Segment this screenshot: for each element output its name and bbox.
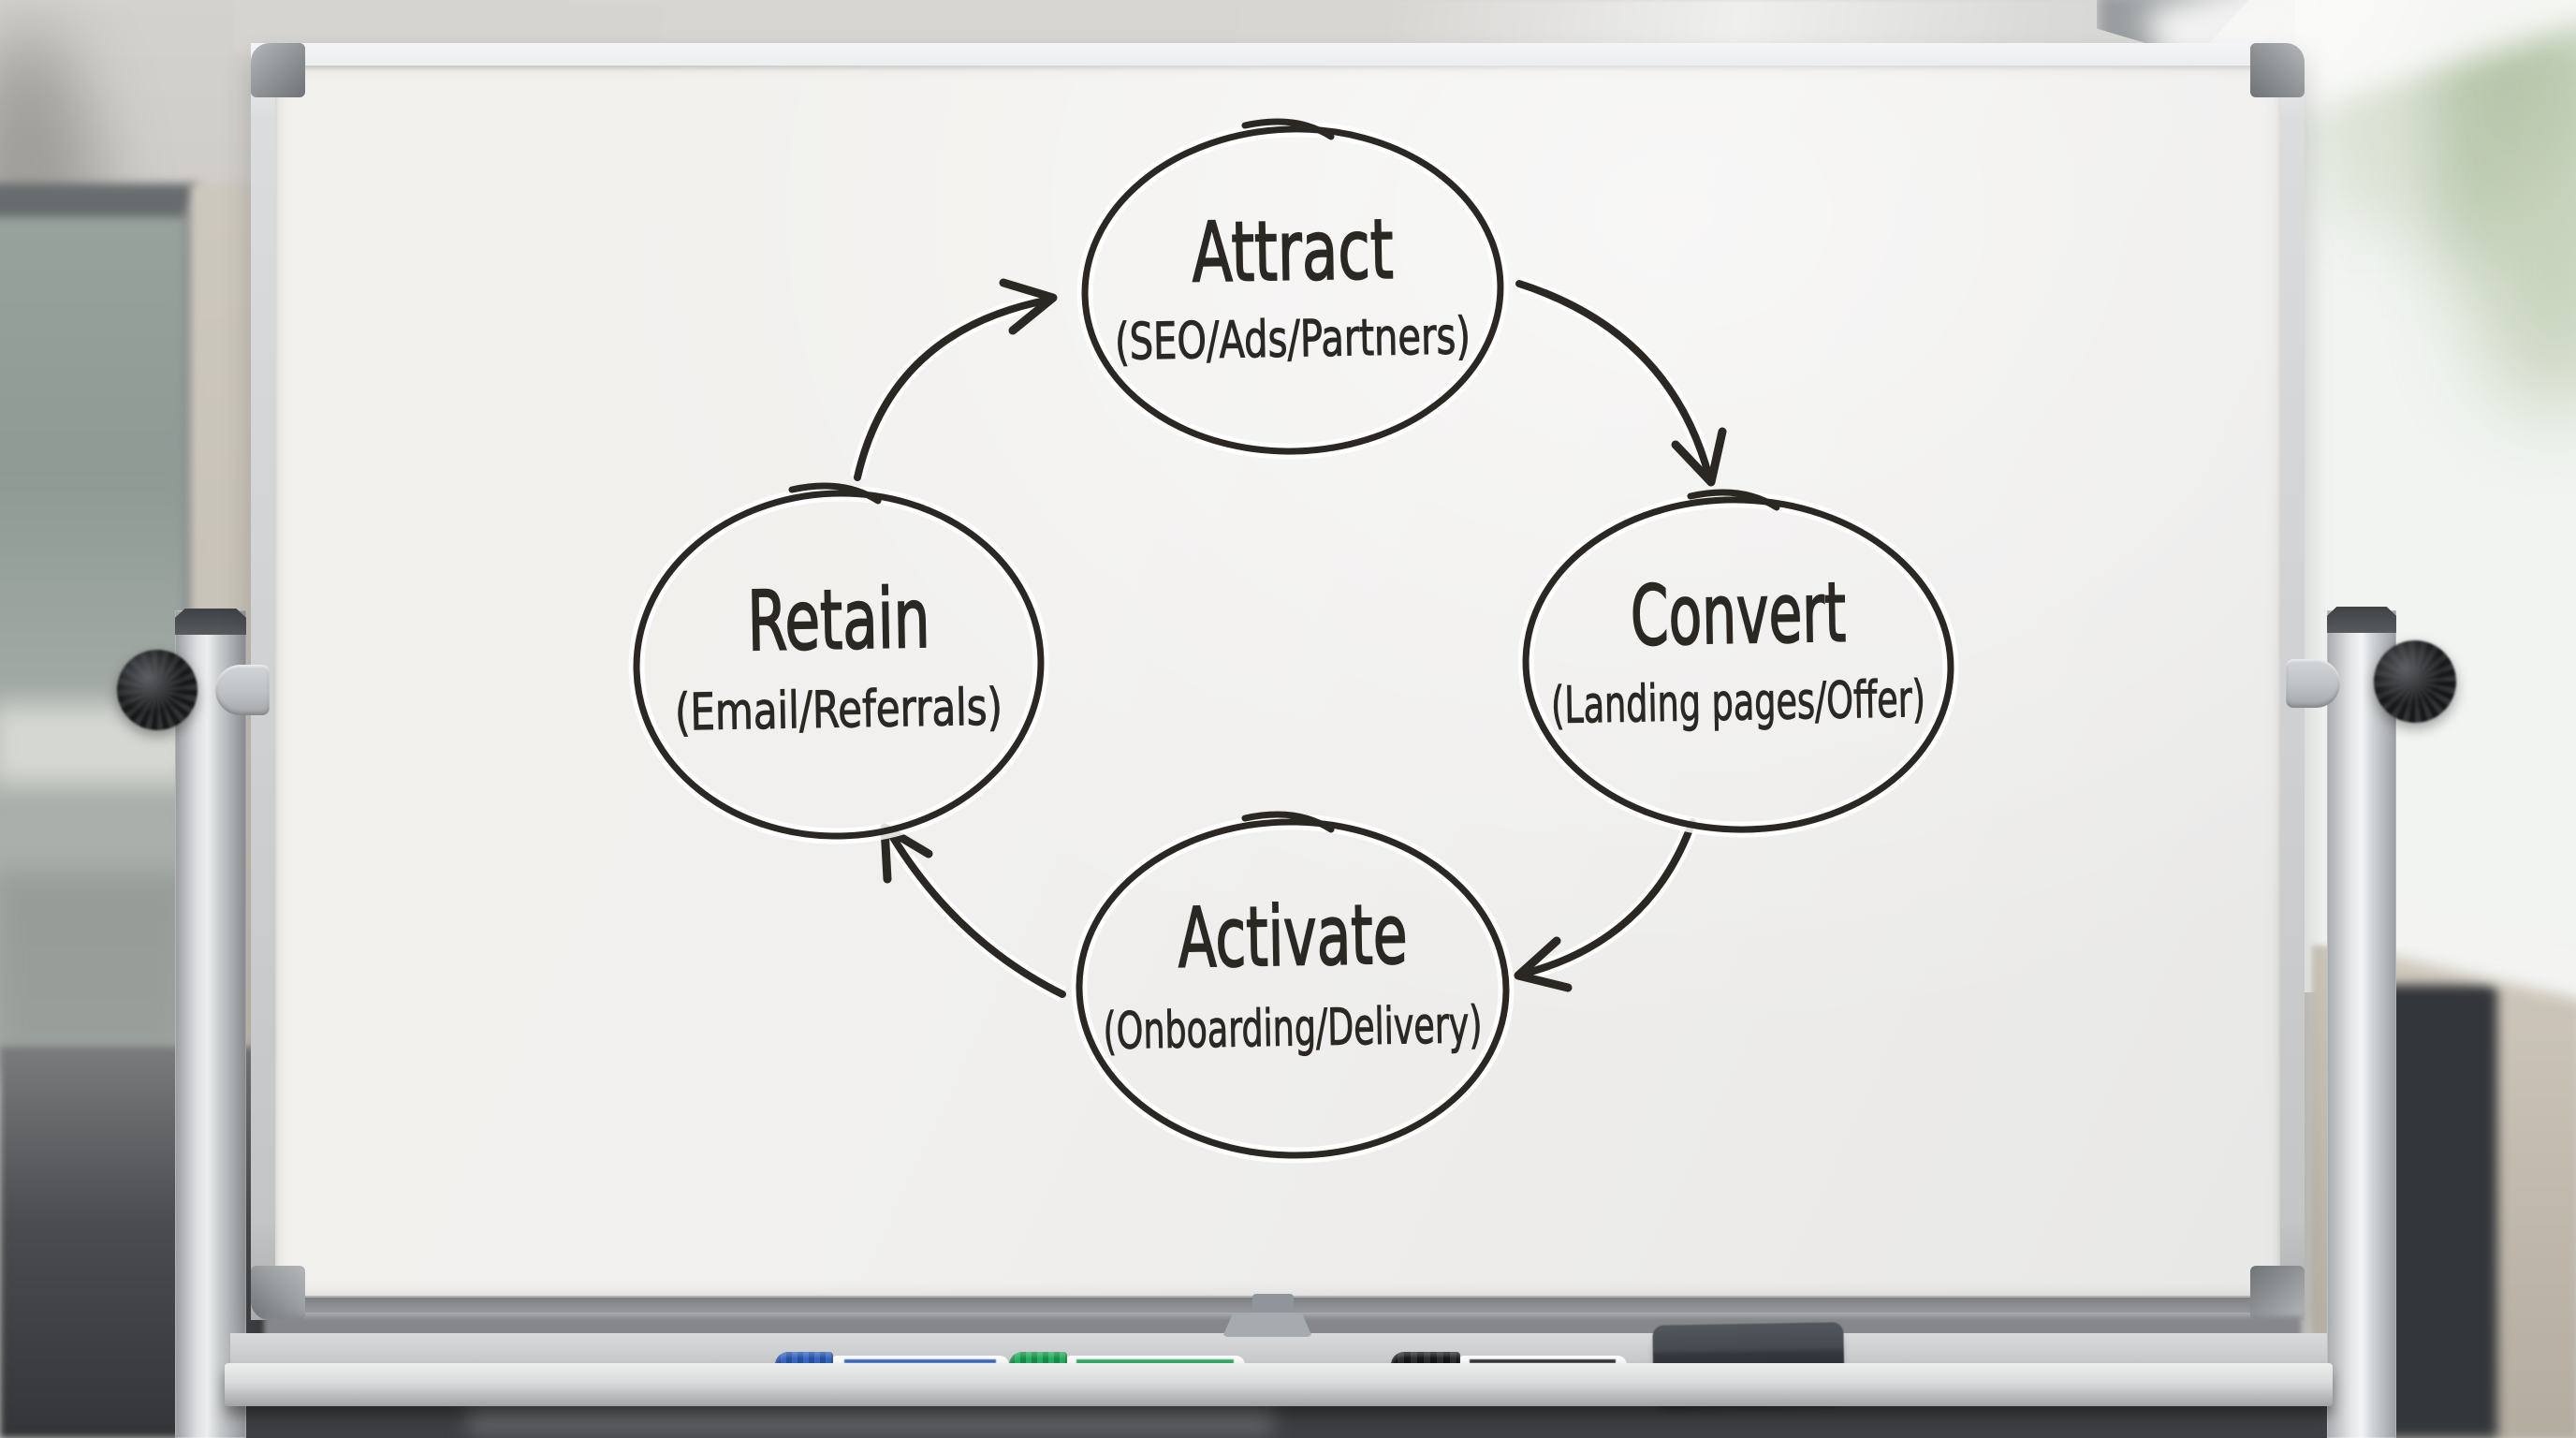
frame-corner-cap <box>2250 43 2305 97</box>
stand-left-post-cap <box>175 609 246 635</box>
frame-corner-cap <box>251 1266 305 1320</box>
stand-right-post-cap <box>2327 607 2396 633</box>
glass-lower-shadow <box>0 871 193 1067</box>
stand-right-pivot <box>2286 659 2340 708</box>
dark-cabinet <box>2378 985 2497 1438</box>
tray-front-lip <box>225 1363 2333 1406</box>
stand-right-post <box>2327 610 2396 1438</box>
whiteboard-surface <box>275 66 2280 1296</box>
frame-corner-cap <box>251 43 305 97</box>
stand-right-locking-knob <box>2374 640 2456 723</box>
stand-left-post <box>175 610 246 1438</box>
whiteboard <box>251 43 2305 1320</box>
stand-left-pivot <box>215 665 270 715</box>
frame-corner-cap <box>2250 1266 2305 1320</box>
floor-light-patch <box>468 1401 1273 1438</box>
stand-left-locking-knob <box>117 650 198 730</box>
tray-bracket-base <box>1222 1313 1312 1337</box>
